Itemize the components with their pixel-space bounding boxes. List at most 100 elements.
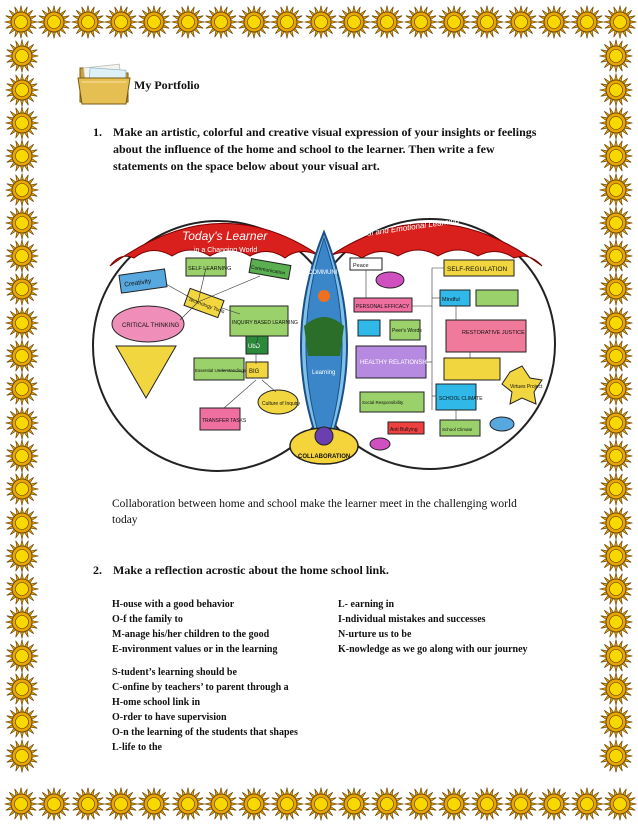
sun-icon [570,787,604,821]
left-circle-subtitle: in a Changing World [194,247,257,254]
label-anti-bullying: Anti Bullying [390,427,418,433]
caption-line: Collaboration between home and school ma… [112,498,517,510]
label-self-regulation: SELF-REGULATION [447,266,508,273]
sun-icon [599,106,633,140]
sun-border-right [594,0,638,826]
acrostic-line: O-f the family to [112,614,183,625]
sun-icon [599,539,633,573]
sun-icon [37,5,71,39]
sun-icon [503,787,538,821]
artwork-caption: Collaboration between home and school ma… [112,496,552,528]
sun-icon [237,5,271,39]
sun-icon [5,406,39,440]
sun-icon [599,406,633,440]
label-inquiry-based-learning: INQUIRY BASED LEARNING [232,320,298,326]
sun-icon [599,639,633,673]
acrostic-line: E-nvironment values or in the learning [112,644,278,655]
question-number: 2. [93,563,102,577]
sun-icon [599,472,633,506]
label-personal-efficacy: PERSONAL EFFICACY [356,304,410,310]
sun-icon [5,172,39,207]
sun-icon [4,5,38,39]
acrostic-line: K-nowledge as we go along with our journ… [338,644,528,655]
sun-icon [71,787,105,821]
label-self-learning: SELF LEARNING [188,266,231,272]
left-circle-title: Today's Learner [182,229,268,243]
sun-icon [5,239,39,273]
sun-icon [104,5,138,39]
svg-text:COLLABORATION: COLLABORATION [298,454,350,460]
label-critical-thinking: CRITICAL THINKING [122,323,180,329]
sun-icon [599,439,633,473]
sun-icon [137,5,171,39]
sun-icon [404,787,438,821]
sun-icon [5,605,39,639]
sun-icon [5,306,39,340]
sun-icon [5,73,39,107]
sun-icon [5,39,39,73]
sun-icon [470,5,504,39]
sun-icon [599,572,633,606]
acrostic-line: M-anage his/her children to the good [112,629,270,640]
sun-icon [5,572,39,606]
acrostic-line: H-ome school link in [112,697,201,708]
label-social-responsibility: Social Responsibility [362,400,404,405]
sun-icon [204,787,238,821]
sun-icon [5,439,39,473]
sun-icon [603,787,637,821]
question-line: Make an artistic, colorful and creative … [113,125,537,139]
caption-line: today [112,514,138,526]
label-healthy-relationships: HEALTHY RELATIONSHIPS [360,360,436,366]
sun-border-bottom [0,782,638,826]
sun-icon [5,639,39,673]
sun-icon [599,605,633,639]
sun-icon [537,5,571,39]
sun-icon [503,5,538,39]
person-icon [318,290,330,302]
sun-icon [599,73,633,107]
sun-icon [599,306,633,340]
sun-icon [370,787,404,821]
sun-icon [5,739,39,773]
label-peers-words: Peer's Words [392,328,422,334]
svg-text:Learning: Learning [312,370,335,376]
sun-border-left [0,0,44,826]
sun-icon [537,787,571,821]
question-1-text: Make an artistic, colorful and creative … [113,124,536,175]
sun-icon [71,5,105,39]
sun-icon [270,5,304,39]
sun-icon [5,705,39,739]
acrostic-line: S-tudent’s learning should be [112,667,237,678]
sun-icon [5,505,39,540]
acrostic-line: C-onfine by teachers’ to parent through … [112,682,289,693]
question-2-text: Make a reflection acrostic about the hom… [113,563,389,577]
label-culture-of-inquiry: Culture of Inquiry [262,401,301,407]
sun-icon [5,272,39,306]
sun-icon [5,206,39,240]
label-restorative-justice: RESTORATIVE JUSTICE [462,330,525,336]
sun-icon [599,206,633,240]
sun-icon [437,5,471,39]
sun-icon [137,787,171,821]
acrostic-link: L- earning in I-ndividual mistakes and s… [338,597,528,657]
sun-icon [337,787,371,821]
sun-icon [599,672,633,706]
sun-icon [599,739,633,773]
sun-icon [599,139,633,173]
label-school-climate-survey: School Climate [442,427,473,432]
sun-icon [5,372,39,406]
sun-icon [437,787,471,821]
sun-icon [599,172,633,207]
label-peace: Peace [353,263,369,269]
question-line: about the influence of the home and scho… [113,142,495,156]
acrostic-home: H-ouse with a good behavior O-f the fami… [112,597,277,657]
label-school-climate: SCHOOL CLIMATE [439,396,483,402]
sun-icon [170,787,205,821]
label-transfer-tasks: TRANSFER TASKS [202,418,247,424]
sun-icon [599,505,633,540]
sun-icon [5,106,39,140]
acrostic-line: N-urture us to be [338,629,412,640]
sun-icon [370,5,404,39]
sun-icon [599,372,633,406]
sun-icon [5,339,39,373]
